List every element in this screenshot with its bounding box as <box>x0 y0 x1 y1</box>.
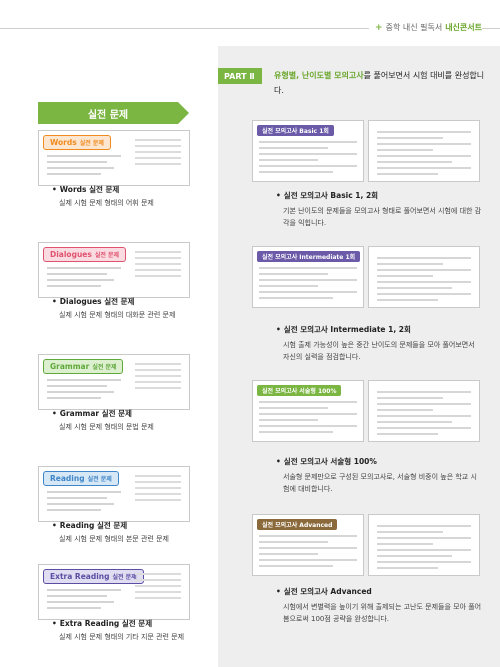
part-heading: 유형별, 난이도별 모의고사를 풀어보면서 시험 대비를 완성합니다. <box>274 68 494 98</box>
reading-item: Reading 실전 문제 실제 시험 문제 형태의 본문 관련 문제 <box>52 520 218 544</box>
descriptive-label: 실전 모의고사 서술형 100% <box>257 385 342 396</box>
grammar-item-title: Grammar 실전 문제 <box>52 408 218 419</box>
part-heading-rest: 를 풀어보면서 시험 대비를 완성합니다. <box>274 71 485 95</box>
dialogues-item-desc: 실제 시험 문제 형태의 대화문 관련 문제 <box>59 311 176 319</box>
descriptive-item-desc: 서술형 문제만으로 구성된 모의고사로, 서술형 비중이 높은 학교 시험에 대… <box>283 473 477 493</box>
descriptive-item-title: 실전 모의고사 서술형 100% <box>276 456 482 467</box>
dialogues-item-title: Dialogues 실전 문제 <box>52 296 218 307</box>
words-item-title: Words 실전 문제 <box>52 184 218 195</box>
reading-item-title: Reading 실전 문제 <box>52 520 218 531</box>
grammar-item: Grammar 실전 문제 실제 시험 문제 형태의 문법 문제 <box>52 408 218 432</box>
intermediate-spread: 실전 모의고사 Intermediate 1회 <box>252 246 480 308</box>
basic-label: 실전 모의고사 Basic 1회 <box>257 125 334 136</box>
descriptive-page-right <box>368 380 480 442</box>
extra-reading-item-title: Extra Reading 실전 문제 <box>52 618 218 629</box>
intermediate-item: 실전 모의고사 Intermediate 1, 2회 시험 출제 가능성이 높은… <box>276 324 482 363</box>
intermediate-page-left: 실전 모의고사 Intermediate 1회 <box>252 246 364 308</box>
plus-icon: + <box>375 22 383 33</box>
advanced-label: 실전 모의고사 Advanced <box>257 519 338 530</box>
words-item: Words 실전 문제 실제 시험 문제 형태의 어휘 문제 <box>52 184 218 208</box>
advanced-item: 실전 모의고사 Advanced 시험에서 변별력을 높이기 위해 출제되는 고… <box>276 586 482 625</box>
intermediate-label: 실전 모의고사 Intermediate 1회 <box>257 251 361 262</box>
basic-page-right <box>368 120 480 182</box>
intermediate-page-right <box>368 246 480 308</box>
grammar-item-desc: 실제 시험 문제 형태의 문법 문제 <box>59 423 154 431</box>
intermediate-item-title: 실전 모의고사 Intermediate 1, 2회 <box>276 324 482 335</box>
basic-spread: 실전 모의고사 Basic 1회 <box>252 120 480 182</box>
advanced-page-right <box>368 514 480 576</box>
extra-reading-item-desc: 실제 시험 문제 형태의 기타 지문 관련 문제 <box>59 633 185 641</box>
descriptive-page-left: 실전 모의고사 서술형 100% <box>252 380 364 442</box>
advanced-item-title: 실전 모의고사 Advanced <box>276 586 482 597</box>
words-item-desc: 실제 시험 문제 형태의 어휘 문제 <box>59 199 154 207</box>
brand-label: + 중학 내신 필독서 내신콘서트 <box>369 22 482 33</box>
right-panel: PART Ⅱ 유형별, 난이도별 모의고사를 풀어보면서 시험 대비를 완성합니… <box>218 46 500 667</box>
section-banner: 실전 문제 <box>38 102 189 124</box>
basic-item: 실전 모의고사 Basic 1, 2회 기본 난이도의 문제들을 모의고사 형태… <box>276 190 482 229</box>
header-divider <box>0 28 500 29</box>
advanced-spread: 실전 모의고사 Advanced <box>252 514 480 576</box>
descriptive-item: 실전 모의고사 서술형 100% 서술형 문제만으로 구성된 모의고사로, 서술… <box>276 456 482 495</box>
descriptive-spread: 실전 모의고사 서술형 100% <box>252 380 480 442</box>
advanced-page-left: 실전 모의고사 Advanced <box>252 514 364 576</box>
extra-reading-item: Extra Reading 실전 문제 실제 시험 문제 형태의 기타 지문 관… <box>52 618 218 642</box>
intermediate-item-desc: 시험 출제 가능성이 높은 중간 난이도의 문제들을 모아 풀어보면서 자신의 … <box>283 341 475 361</box>
part-badge: PART Ⅱ <box>218 68 262 84</box>
basic-page-left: 실전 모의고사 Basic 1회 <box>252 120 364 182</box>
basic-item-title: 실전 모의고사 Basic 1, 2회 <box>276 190 482 201</box>
reading-item-desc: 실제 시험 문제 형태의 본문 관련 문제 <box>59 535 169 543</box>
dialogues-item: Dialogues 실전 문제 실제 시험 문제 형태의 대화문 관련 문제 <box>52 296 218 320</box>
part-heading-highlight: 유형별, 난이도별 모의고사 <box>274 71 364 80</box>
brand-prefix: 중학 내신 필독서 <box>385 23 443 32</box>
basic-item-desc: 기본 난이도의 문제들을 모의고사 형태로 풀어보면서 시험에 대한 감각을 익… <box>283 207 482 227</box>
brand-highlight: 내신콘서트 <box>445 23 482 32</box>
advanced-item-desc: 시험에서 변별력을 높이기 위해 출제되는 고난도 문제들을 모아 풀어봄으로써… <box>283 603 482 623</box>
